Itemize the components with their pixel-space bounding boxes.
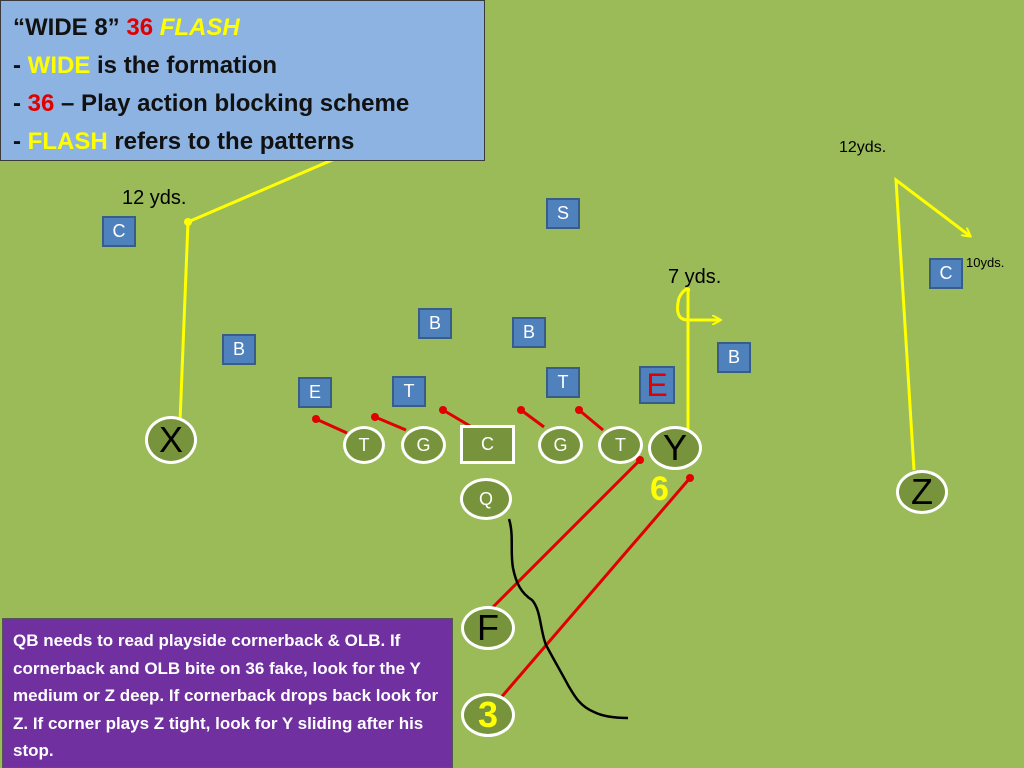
title-line-patterns: - FLASH refers to the patterns bbox=[13, 123, 472, 161]
right-guard: G bbox=[538, 426, 583, 464]
y-route-depth-label: 7 yds. bbox=[668, 266, 722, 288]
patterns-description: refers to the patterns bbox=[107, 128, 355, 155]
block-dot bbox=[575, 406, 583, 414]
left-tackle: T bbox=[343, 426, 385, 464]
player-y: Y bbox=[648, 426, 702, 470]
defender-backer: B bbox=[512, 317, 546, 348]
title-line-formation: - WIDE is the formation bbox=[13, 47, 472, 85]
z-route bbox=[894, 176, 970, 471]
play-name: “WIDE 8” 36 FLASH bbox=[13, 9, 472, 47]
three-back-path bbox=[484, 477, 692, 716]
defender-backer: B bbox=[418, 308, 452, 339]
defender-backer: B bbox=[717, 342, 751, 373]
formation-keyword: WIDE bbox=[27, 52, 91, 79]
three-back-path-dot bbox=[686, 474, 694, 482]
qb-drop-path bbox=[507, 518, 629, 720]
defender-tackle-left: T bbox=[392, 376, 426, 407]
block-dot bbox=[439, 406, 447, 414]
bullet-dash: - bbox=[13, 90, 28, 117]
blocking-keyword: 36 bbox=[27, 90, 55, 117]
block-dot bbox=[371, 413, 379, 421]
play-pattern-name: FLASH bbox=[159, 14, 240, 41]
defender-end-left: E bbox=[298, 377, 332, 408]
play-formation-name: “WIDE 8” bbox=[13, 14, 120, 41]
f-path bbox=[486, 458, 642, 614]
bullet-dash: - bbox=[13, 52, 28, 79]
block-line bbox=[578, 408, 604, 432]
block-dot bbox=[517, 406, 525, 414]
block-line bbox=[442, 408, 471, 428]
left-guard: G bbox=[401, 426, 446, 464]
defender-tackle-right: T bbox=[546, 367, 580, 398]
z-route-break-label: 10yds. bbox=[966, 255, 1005, 270]
right-tackle: T bbox=[598, 426, 643, 464]
play-number: 36 bbox=[126, 14, 154, 41]
player-f: F bbox=[461, 606, 515, 650]
patterns-keyword: FLASH bbox=[27, 128, 108, 155]
player-x: X bbox=[145, 416, 197, 464]
bullet-dash: - bbox=[13, 128, 28, 155]
title-line-blocking: - 36 – Play action blocking scheme bbox=[13, 85, 472, 123]
player-z: Z bbox=[896, 470, 948, 514]
quarterback: Q bbox=[460, 478, 512, 520]
x-route-break-dot bbox=[184, 218, 192, 226]
player-three-back: 3 bbox=[461, 693, 515, 737]
x-route-depth-label: 12 yds. bbox=[122, 187, 187, 209]
block-line bbox=[520, 408, 545, 429]
block-line bbox=[374, 415, 407, 432]
blocking-assignments bbox=[312, 406, 694, 716]
defender-end-right: E bbox=[639, 366, 675, 404]
block-dot bbox=[312, 415, 320, 423]
play-title-box: “WIDE 8” 36 FLASH - WIDE is the formatio… bbox=[0, 0, 485, 161]
defender-safety: S bbox=[546, 198, 580, 229]
formation-description: is the formation bbox=[90, 52, 278, 79]
z-route-depth-label: 12yds. bbox=[839, 139, 887, 156]
y-route bbox=[676, 287, 720, 432]
f-path-dot bbox=[636, 456, 644, 464]
hole-number-label: 6 bbox=[650, 470, 669, 508]
block-line bbox=[315, 417, 348, 435]
defender-backer: B bbox=[222, 334, 256, 365]
defender-corner-right: C bbox=[929, 258, 963, 289]
center: C bbox=[460, 425, 515, 464]
blocking-description: – Play action blocking scheme bbox=[54, 90, 410, 117]
coaching-note: QB needs to read playside cornerback & O… bbox=[2, 618, 453, 768]
defender-corner-left: C bbox=[102, 216, 136, 247]
